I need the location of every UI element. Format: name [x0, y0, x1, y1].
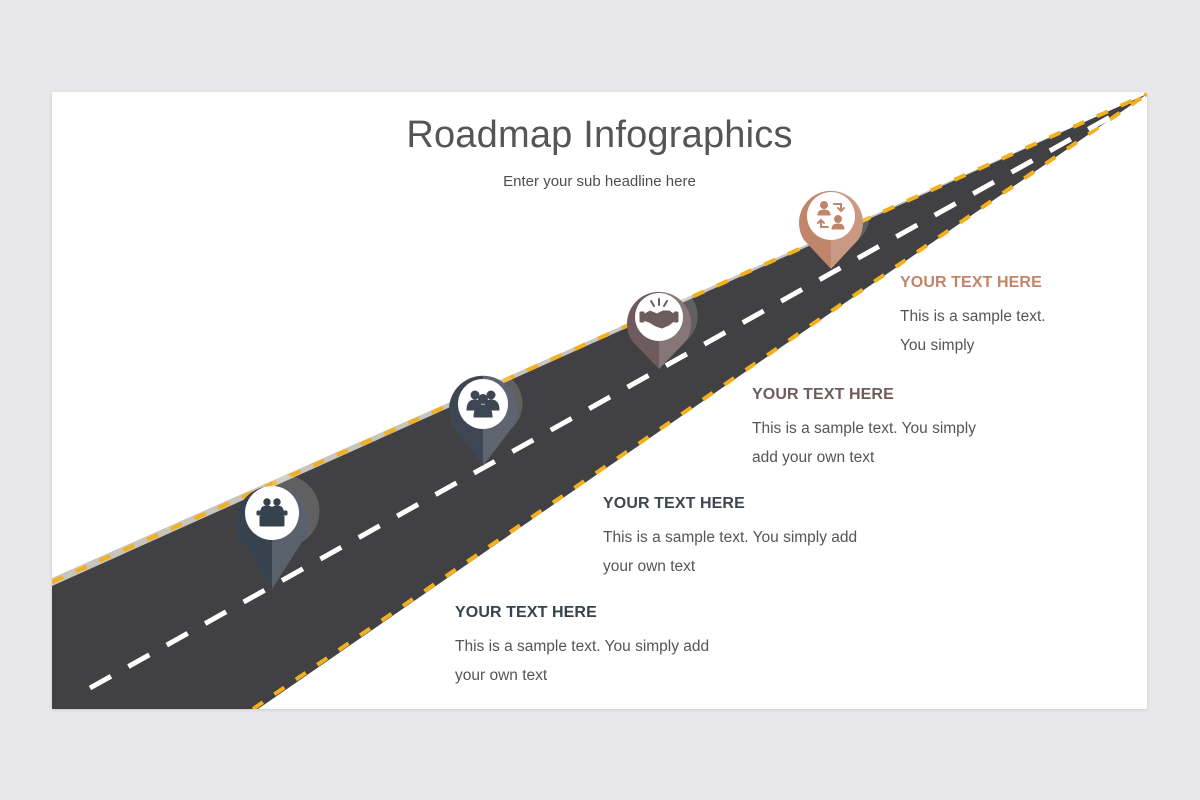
milestone-text-3: YOUR TEXT HERE This is a sample text. Yo…: [752, 386, 1052, 472]
milestone-heading-1: YOUR TEXT HERE: [455, 604, 597, 621]
milestone-desc-3-line1: This is a sample text. You simply: [752, 420, 976, 437]
milestone-pin-4[interactable]: [799, 183, 870, 269]
milestone-desc-1-line2: your own text: [455, 667, 548, 684]
milestone-desc-4-line2: You simply: [900, 337, 975, 354]
milestone-desc-3-line2: add your own text: [752, 449, 875, 466]
road-graphic: [52, 92, 1147, 709]
milestone-heading-4: YOUR TEXT HERE: [900, 274, 1042, 291]
road-center-line: [88, 113, 1114, 691]
milestone-text-2: YOUR TEXT HERE This is a sample text. Yo…: [603, 495, 923, 581]
slide-subtitle: Enter your sub headline here: [503, 173, 696, 190]
milestone-desc-1-line1: This is a sample text. You simply add: [455, 638, 710, 655]
road-edge-dashes-top: [52, 92, 1147, 584]
presenter-podium-icon: [256, 498, 288, 527]
milestone-pin-1[interactable]: [236, 475, 320, 589]
milestone-desc-2-line2: your own text: [603, 558, 696, 575]
milestone-pin-2[interactable]: [449, 369, 523, 466]
milestone-text-4: YOUR TEXT HERE This is a sample text. Yo…: [900, 274, 1130, 360]
people-exchange-icon: [817, 201, 845, 230]
handshake-icon: [639, 298, 679, 329]
milestone-pin-3[interactable]: [627, 284, 698, 369]
team-group-icon: [466, 390, 500, 418]
milestone-desc-4-line1: This is a sample text.: [900, 308, 1046, 325]
milestone-desc-2-line1: This is a sample text. You simply add: [603, 529, 858, 546]
milestone-heading-2: YOUR TEXT HERE: [603, 495, 745, 512]
milestone-heading-3: YOUR TEXT HERE: [752, 386, 894, 403]
slide-title: Roadmap Infographics: [406, 114, 793, 156]
milestone-text-1: YOUR TEXT HERE This is a sample text. Yo…: [455, 604, 775, 690]
slide-canvas: Roadmap Infographics Enter your sub head…: [52, 92, 1147, 709]
